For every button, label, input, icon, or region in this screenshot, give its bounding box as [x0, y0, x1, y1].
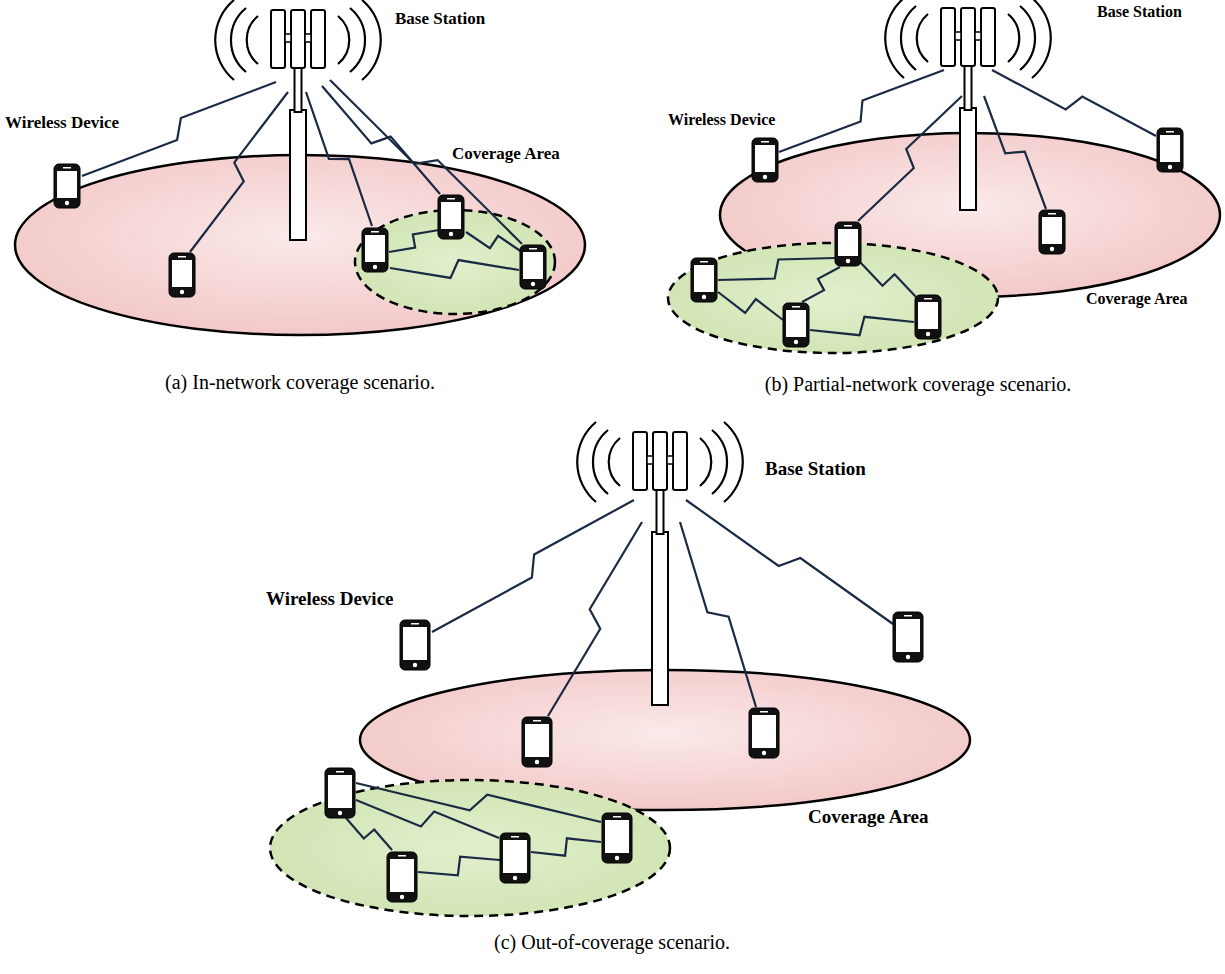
wireless-device-icon	[691, 258, 717, 302]
base-station-label: Base Station	[1097, 3, 1182, 21]
wireless-device-icon	[602, 813, 632, 863]
wireless-link	[984, 96, 1046, 209]
wireless-device-icon	[169, 253, 195, 297]
scenario-illustration	[270, 422, 970, 916]
wireless-device-icon	[1157, 128, 1183, 172]
device-label: Wireless Device	[266, 588, 394, 610]
device-label: Wireless Device	[668, 111, 775, 129]
wireless-device-icon	[387, 852, 417, 902]
wireless-link	[718, 258, 835, 280]
base-station-icon	[577, 422, 743, 705]
wireless-link	[466, 232, 522, 252]
wireless-device-icon	[400, 620, 430, 670]
base-station-icon	[215, 0, 381, 240]
wireless-device-icon	[500, 833, 530, 883]
wireless-link	[418, 857, 500, 876]
base-station-label: Base Station	[395, 9, 485, 29]
wireless-link	[858, 96, 962, 221]
wireless-link	[190, 92, 288, 252]
subfigure-caption: (a) In-network coverage scenario.	[165, 371, 435, 394]
base-station-label: Base Station	[765, 458, 866, 480]
coverage-area-label: Coverage Area	[452, 144, 560, 164]
wireless-link	[686, 500, 893, 624]
wireless-device-icon	[325, 768, 355, 818]
wireless-device-icon	[522, 717, 552, 767]
wireless-link	[860, 262, 917, 298]
wireless-link	[680, 522, 756, 707]
d2d-cluster-area	[668, 243, 998, 353]
subfigure-caption: (c) Out-of-coverage scenario.	[494, 931, 730, 954]
device-label: Wireless Device	[5, 113, 119, 133]
wireless-link	[322, 86, 440, 194]
wireless-link	[390, 260, 519, 278]
wireless-device-icon	[1039, 210, 1065, 254]
wireless-device-icon	[752, 138, 778, 182]
wireless-link	[802, 267, 840, 302]
wireless-link	[779, 70, 944, 152]
wireless-link	[810, 317, 914, 335]
scenario-illustration	[668, 0, 1220, 353]
wireless-link	[389, 230, 439, 252]
scenario-illustration	[15, 0, 585, 335]
coverage-area-label: Coverage Area	[808, 806, 928, 828]
wireless-device-icon	[362, 228, 388, 272]
wireless-device-icon	[54, 164, 80, 208]
base-station-icon	[885, 0, 1051, 210]
wireless-link	[531, 838, 601, 855]
coverage-area-label: Coverage Area	[1086, 290, 1187, 308]
wireless-link	[992, 70, 1156, 136]
wireless-device-icon	[520, 245, 546, 289]
wireless-device-icon	[438, 195, 464, 239]
wireless-device-icon	[783, 303, 809, 347]
wireless-device-icon	[835, 222, 861, 266]
wireless-link	[432, 500, 634, 632]
wireless-link	[718, 292, 783, 320]
wireless-link	[548, 522, 642, 716]
subfigure-caption: (b) Partial-network coverage scenario.	[765, 373, 1072, 396]
wireless-link	[346, 818, 392, 850]
wireless-device-icon	[749, 708, 779, 758]
wireless-device-icon	[915, 295, 941, 339]
wireless-device-icon	[893, 612, 923, 662]
